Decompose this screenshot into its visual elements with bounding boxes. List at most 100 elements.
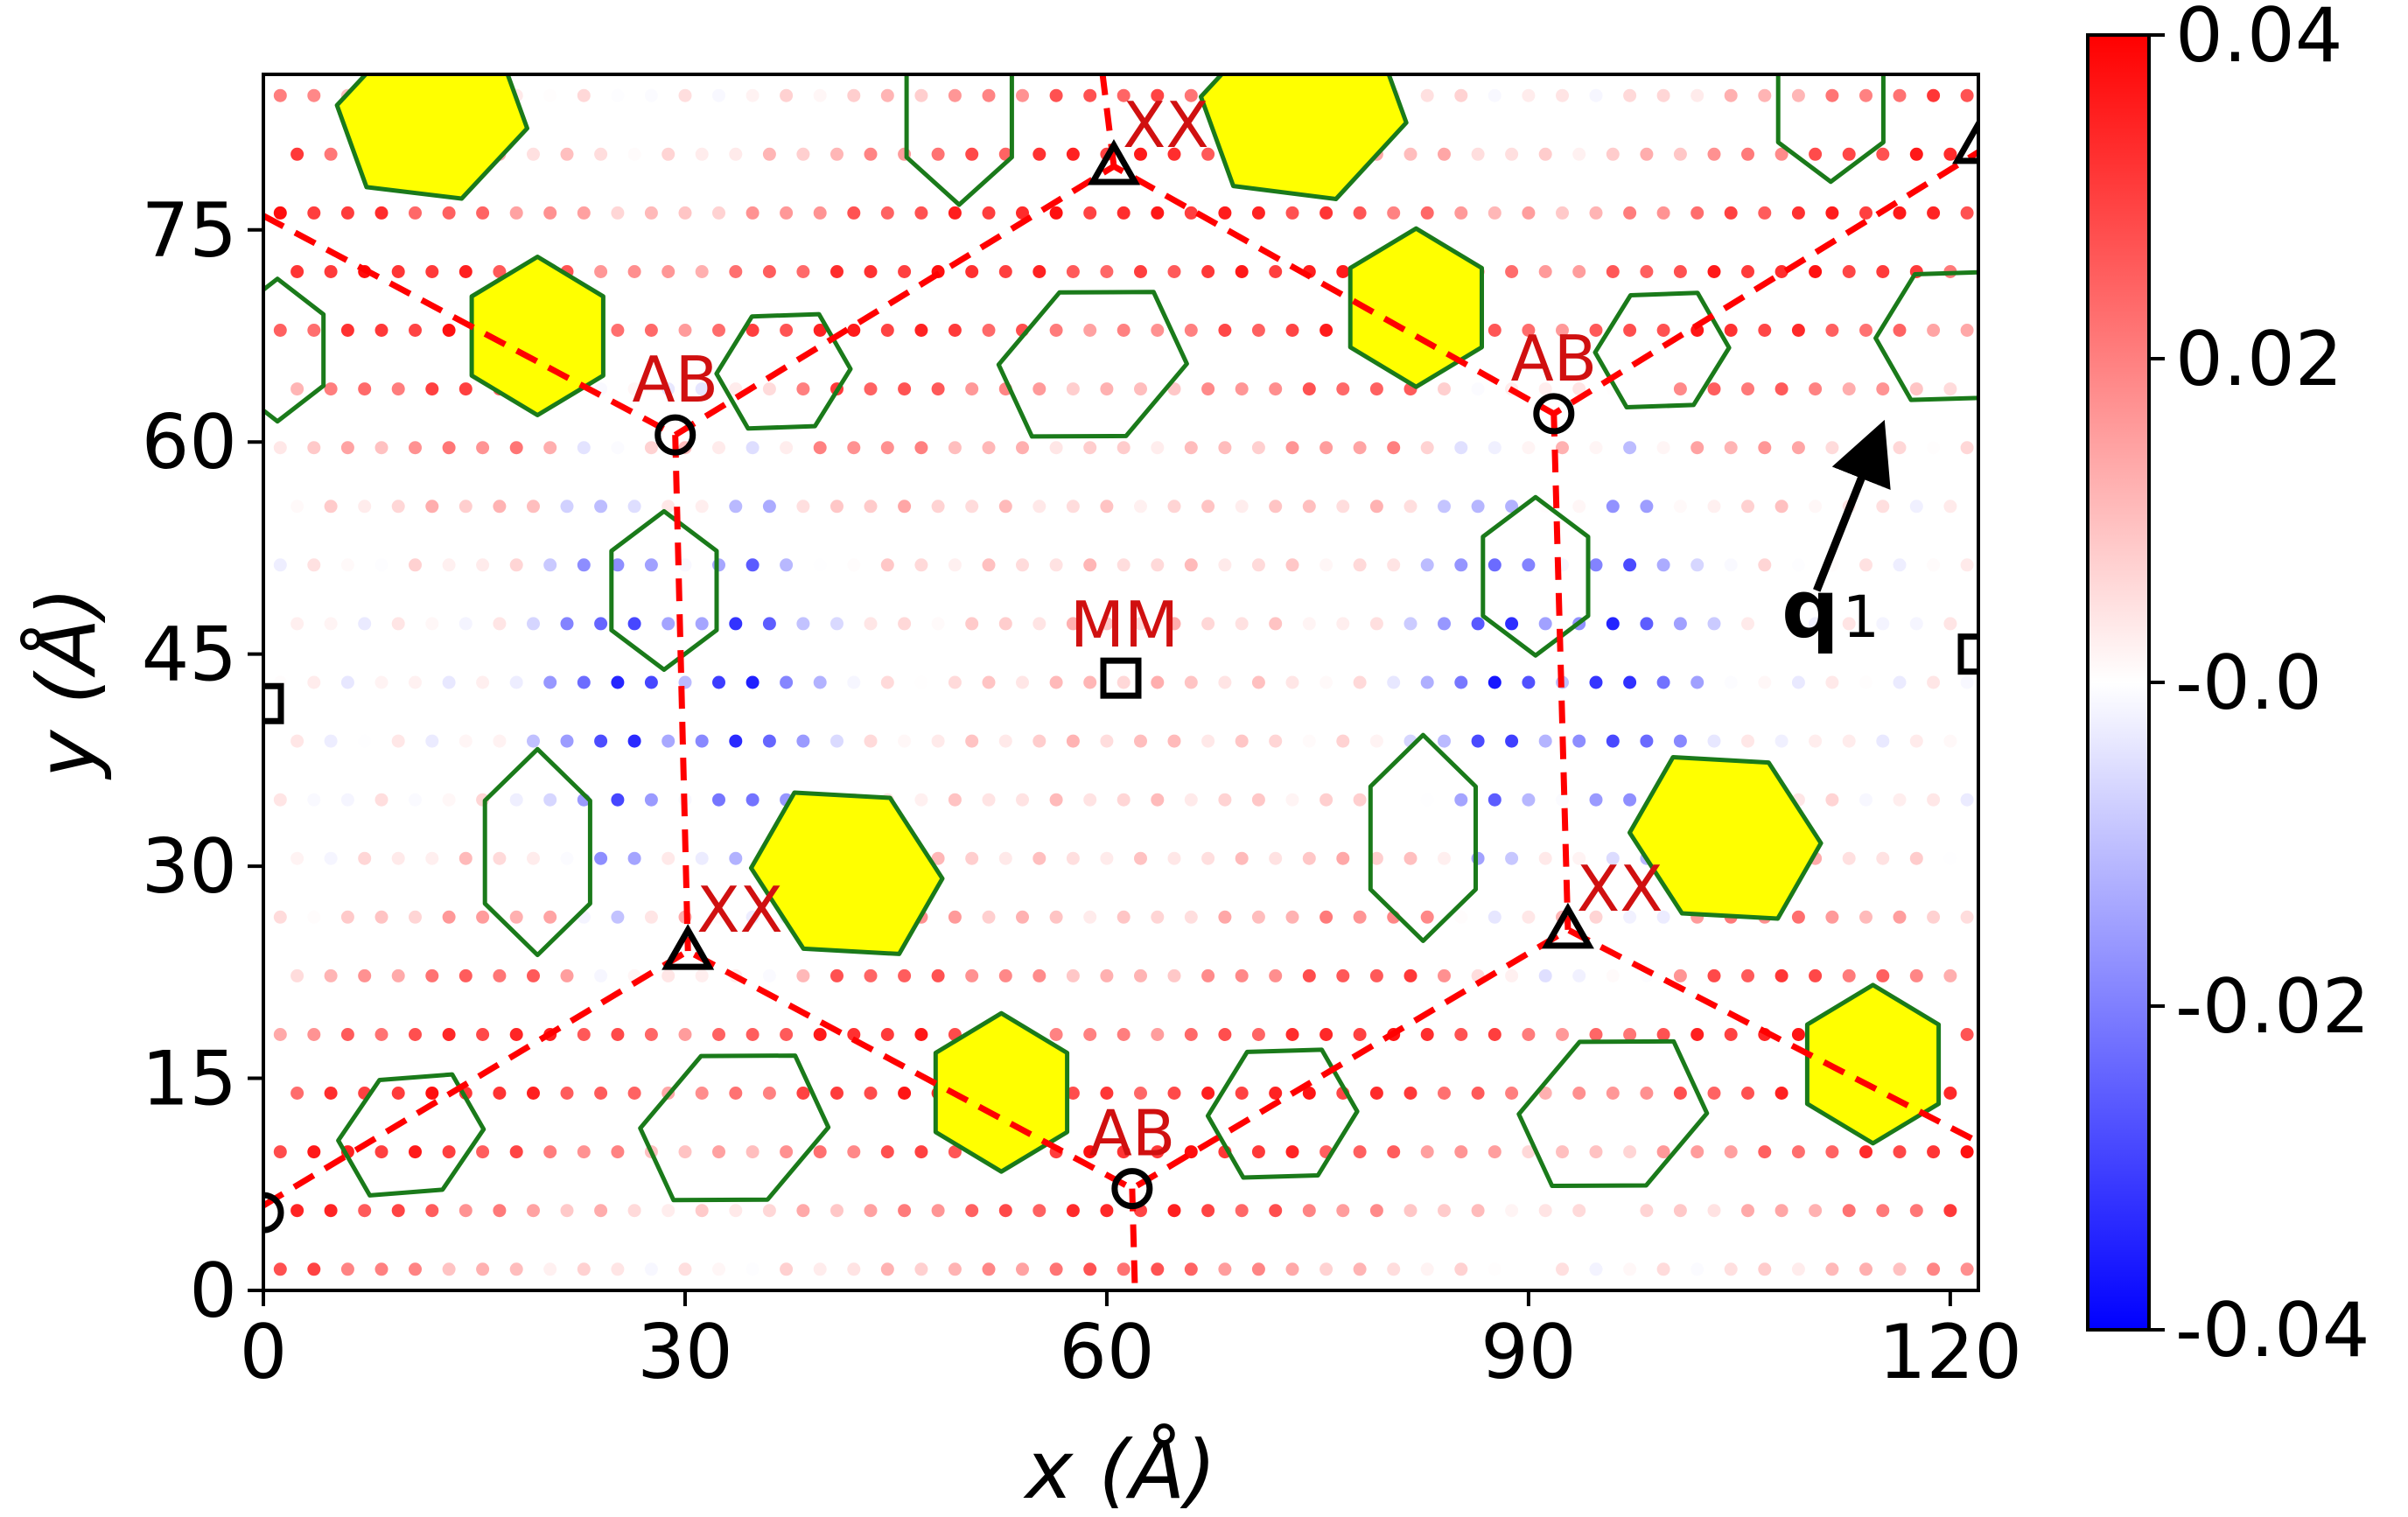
atom-dot bbox=[864, 382, 878, 396]
atom-dot bbox=[644, 1262, 658, 1276]
site-label-xx: XX bbox=[1123, 88, 1209, 162]
atom-dot bbox=[1201, 734, 1215, 748]
atom-dot bbox=[1116, 206, 1130, 220]
atom-dot bbox=[1134, 500, 1147, 514]
atom-dot bbox=[1049, 441, 1063, 455]
atom-dot bbox=[1758, 88, 1772, 102]
atom-dot bbox=[1116, 1028, 1130, 1041]
atom-dot bbox=[1724, 324, 1738, 337]
atom-dot bbox=[358, 851, 372, 865]
atom-dot bbox=[509, 1262, 523, 1276]
atom-dot bbox=[458, 851, 472, 865]
atom-dot bbox=[1623, 558, 1637, 572]
atom-dot bbox=[1438, 734, 1451, 748]
atom-dot bbox=[780, 1028, 794, 1041]
atom-dot bbox=[1454, 1262, 1468, 1276]
dashed-line bbox=[1550, 413, 1572, 930]
atom-dot bbox=[1859, 1145, 1872, 1159]
atom-dot bbox=[509, 910, 523, 924]
atom-dot bbox=[914, 1028, 928, 1041]
atom-dot bbox=[374, 558, 388, 572]
atom-dot bbox=[695, 382, 709, 396]
atom-dot bbox=[458, 1204, 472, 1218]
atom-dot bbox=[1151, 1028, 1165, 1041]
atom-dot bbox=[1673, 265, 1687, 278]
atom-dot bbox=[1859, 1262, 1872, 1276]
atom-dot bbox=[1032, 617, 1046, 631]
atom-dot bbox=[1859, 910, 1872, 924]
colorbar-tick-label: -0.0 bbox=[2175, 640, 2322, 727]
atom-dot bbox=[1842, 382, 1856, 396]
atom-dot bbox=[712, 1262, 725, 1276]
atom-dot bbox=[527, 1204, 540, 1218]
atom-dot bbox=[1218, 324, 1232, 337]
atom-dot bbox=[273, 206, 287, 220]
atom-dot bbox=[1218, 675, 1232, 689]
atom-dot bbox=[1387, 1145, 1401, 1159]
atom-dot bbox=[1167, 265, 1181, 278]
atom-dot bbox=[1032, 265, 1046, 278]
atom-dot bbox=[1825, 441, 1839, 455]
atom-dot bbox=[1656, 675, 1670, 689]
atom-dot bbox=[1083, 1028, 1097, 1041]
atom-dot bbox=[409, 206, 422, 220]
atom-dot bbox=[1909, 382, 1923, 396]
atom-dot bbox=[1420, 910, 1434, 924]
edge-site-marker bbox=[1957, 633, 1978, 675]
atom-dot bbox=[1032, 968, 1046, 982]
atom-dot bbox=[662, 1204, 676, 1218]
atom-dot bbox=[644, 324, 658, 337]
atom-dot bbox=[847, 1262, 861, 1276]
atom-dot bbox=[1522, 675, 1536, 689]
atom-dot bbox=[1640, 617, 1654, 631]
atom-dot bbox=[1471, 382, 1485, 396]
atom-dot bbox=[1809, 617, 1823, 631]
atom-dot bbox=[830, 500, 844, 514]
x-tick-label: 60 bbox=[1059, 1309, 1154, 1396]
atom-dot bbox=[273, 793, 287, 807]
atom-dot bbox=[712, 675, 725, 689]
atom-dot bbox=[729, 851, 743, 865]
atom-dot bbox=[1420, 1262, 1434, 1276]
atom-dot bbox=[1943, 851, 1957, 865]
atom-dot bbox=[1927, 206, 1941, 220]
atom-dot bbox=[678, 558, 692, 572]
atom-dot bbox=[1454, 206, 1468, 220]
hexagon-layer bbox=[263, 74, 1978, 1203]
atom-dot bbox=[729, 734, 743, 748]
atom-dot bbox=[1083, 793, 1097, 807]
atom-dot bbox=[644, 206, 658, 220]
atom-dot bbox=[880, 675, 894, 689]
atom-dot bbox=[1387, 206, 1401, 220]
atom-dot bbox=[796, 968, 810, 982]
atom-dot bbox=[1640, 147, 1654, 161]
atom-dot bbox=[729, 382, 743, 396]
atom-dot bbox=[1134, 147, 1147, 161]
atom-dot bbox=[1809, 734, 1823, 748]
atom-dot bbox=[678, 1145, 692, 1159]
atom-dot bbox=[425, 617, 439, 631]
atom-dot bbox=[374, 1145, 388, 1159]
atom-dot bbox=[1269, 851, 1283, 865]
atom-dot bbox=[1522, 1262, 1536, 1276]
atom-dot bbox=[391, 382, 405, 396]
atom-dot bbox=[1369, 1204, 1383, 1218]
atom-dot bbox=[847, 558, 861, 572]
atom-dot bbox=[1420, 88, 1434, 102]
atom-dot bbox=[1909, 734, 1923, 748]
atom-dot bbox=[1488, 1145, 1502, 1159]
atom-dot bbox=[847, 675, 861, 689]
atom-dot bbox=[1320, 558, 1334, 572]
atom-dot bbox=[594, 851, 608, 865]
atom-dot bbox=[1673, 617, 1687, 631]
atom-dot bbox=[1538, 147, 1552, 161]
outline-hexagon bbox=[714, 311, 853, 431]
atom-dot bbox=[577, 558, 591, 572]
atom-dot bbox=[746, 206, 760, 220]
atom-dot bbox=[1960, 324, 1974, 337]
atom-dot bbox=[830, 147, 844, 161]
colorbar-tick-label: -0.02 bbox=[2175, 963, 2370, 1051]
atom-dot bbox=[1218, 558, 1232, 572]
atom-dot bbox=[391, 851, 405, 865]
